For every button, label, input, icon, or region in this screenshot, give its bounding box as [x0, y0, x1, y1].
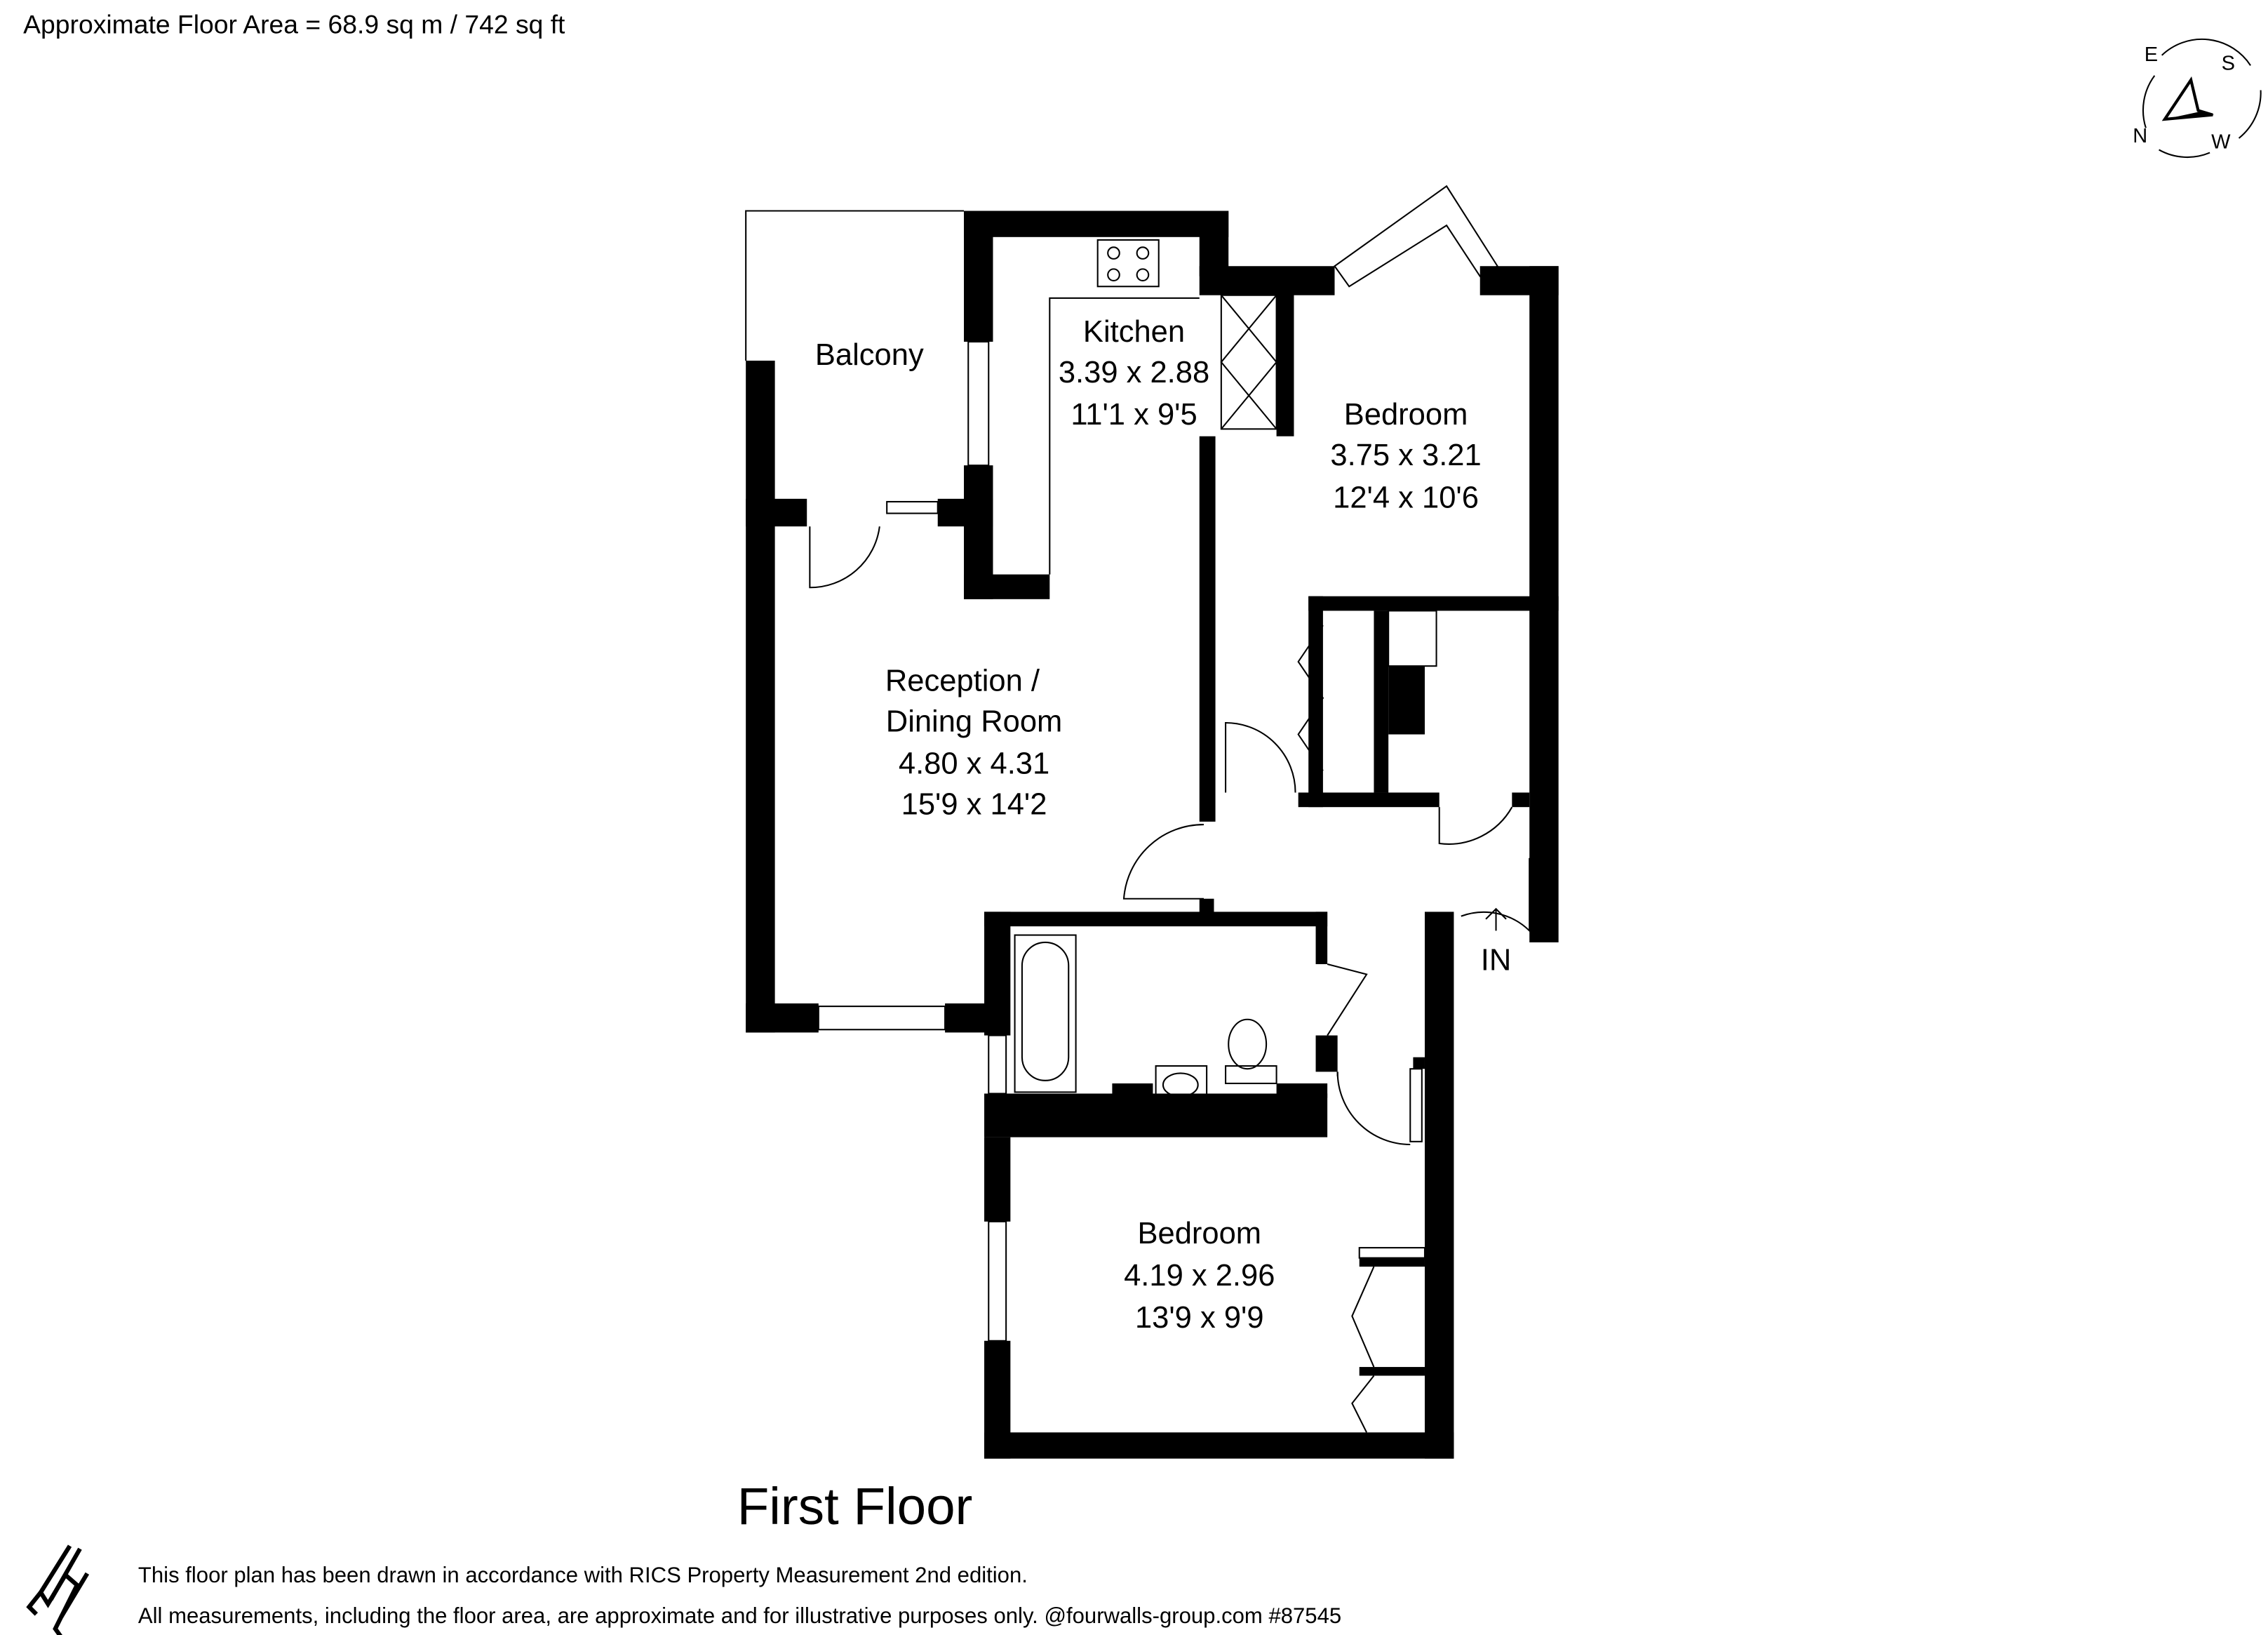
entrance-label: IN — [1481, 943, 1512, 977]
room-imperial: 11'1 x 9'5 — [1071, 398, 1197, 432]
room-bedroom-2: Bedroom 4.19 x 2.96 13'9 x 9'9 — [1124, 1217, 1275, 1335]
footer-disclaimer-1: This floor plan has been drawn in accord… — [138, 1563, 1028, 1587]
room-metric: 3.39 x 2.88 — [1059, 356, 1209, 389]
room-name: Reception / — [885, 664, 1040, 698]
room-kitchen: Kitchen 3.39 x 2.88 11'1 x 9'5 — [1059, 315, 1209, 432]
room-metric: 4.80 x 4.31 — [899, 747, 1049, 781]
room-metric: 3.75 x 3.21 — [1330, 439, 1481, 472]
compass-n: N — [2133, 125, 2147, 147]
room-imperial: 15'9 x 14'2 — [901, 788, 1047, 822]
compass-w: W — [2211, 131, 2231, 153]
room-name: Kitchen — [1083, 315, 1185, 349]
compass-s: S — [2222, 52, 2235, 74]
room-balcony: Balcony — [815, 338, 924, 372]
compass-icon: E S N W — [2133, 38, 2262, 159]
room-imperial: 12'4 x 10'6 — [1333, 481, 1479, 514]
room-name: Dining Room — [886, 705, 1063, 738]
room-imperial: 13'9 x 9'9 — [1135, 1301, 1264, 1335]
room-reception: Reception / Dining Room 4.80 x 4.31 15'9… — [885, 664, 1062, 821]
room-bedroom-1: Bedroom 3.75 x 3.21 12'4 x 10'6 — [1330, 398, 1481, 514]
room-name: Balcony — [815, 338, 924, 372]
footer-disclaimer-2: All measurements, including the floor ar… — [138, 1603, 1341, 1628]
room-name: Bedroom — [1344, 398, 1468, 432]
room-metric: 4.19 x 2.96 — [1124, 1259, 1275, 1293]
walls — [745, 185, 1559, 1459]
fourwalls-logo-icon — [26, 1544, 90, 1635]
room-name: Bedroom — [1137, 1217, 1261, 1250]
compass-e: E — [2145, 44, 2158, 66]
floor-title: First Floor — [737, 1476, 973, 1535]
floor-area: Approximate Floor Area = 68.9 sq m / 742… — [23, 10, 565, 39]
